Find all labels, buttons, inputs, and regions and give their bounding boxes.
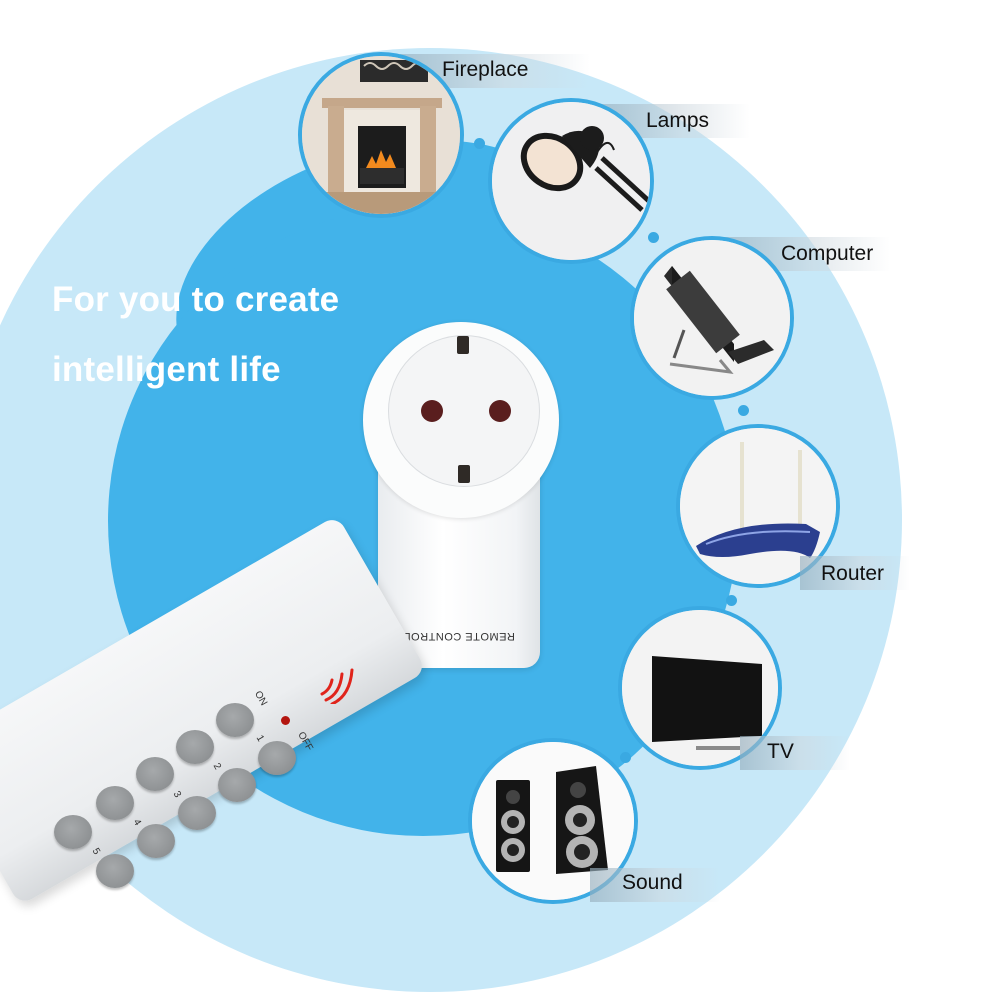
remote-button-on-4[interactable]	[96, 786, 134, 820]
device-label-router: Router	[821, 562, 885, 585]
label-band	[590, 868, 720, 902]
remote-led-indicator	[281, 716, 290, 725]
remote-button-off-5[interactable]	[96, 854, 134, 888]
wireless-signal-icon	[320, 668, 354, 704]
device-computer	[630, 236, 794, 400]
device-label-fireplace: Fireplace	[442, 58, 529, 81]
label-band	[740, 736, 850, 770]
headline-line-2: intelligent life	[52, 350, 281, 389]
device-label-tv: TV	[767, 740, 794, 763]
remote-button-off-2[interactable]	[218, 768, 256, 802]
device-fireplace	[298, 52, 464, 218]
pin-hole-left	[421, 400, 443, 422]
connector-dot	[620, 752, 631, 763]
all-in-one-computer-icon	[634, 240, 790, 396]
remote-button-on-5[interactable]	[54, 815, 92, 849]
remote-button-off-4[interactable]	[137, 824, 175, 858]
smart-plug-label: REMOTE CONTROL	[404, 630, 515, 642]
pin-hole-right	[489, 400, 511, 422]
remote-button-off-1[interactable]	[258, 741, 296, 775]
remote-button-off-3[interactable]	[178, 796, 216, 830]
fireplace-icon	[302, 56, 460, 214]
headline-line-1: For you to create	[52, 280, 340, 319]
device-label-computer: Computer	[781, 242, 874, 265]
connector-dot	[648, 232, 659, 243]
remote-button-on-1[interactable]	[216, 703, 254, 737]
connector-dot	[474, 138, 485, 149]
connector-dot	[738, 405, 749, 416]
device-label-lamps: Lamps	[646, 109, 710, 132]
smart-plug-socket	[388, 335, 540, 487]
speakers-icon	[472, 742, 634, 900]
remote-button-on-3[interactable]	[136, 757, 174, 791]
desk-lamp-icon	[492, 102, 650, 260]
ground-clip-bottom	[458, 465, 470, 483]
device-lamps	[488, 98, 654, 264]
label-band	[800, 556, 910, 590]
remote-button-on-2[interactable]	[176, 730, 214, 764]
device-label-sound: Sound	[622, 871, 683, 894]
ground-clip-top	[457, 336, 469, 354]
connector-dot	[726, 595, 737, 606]
